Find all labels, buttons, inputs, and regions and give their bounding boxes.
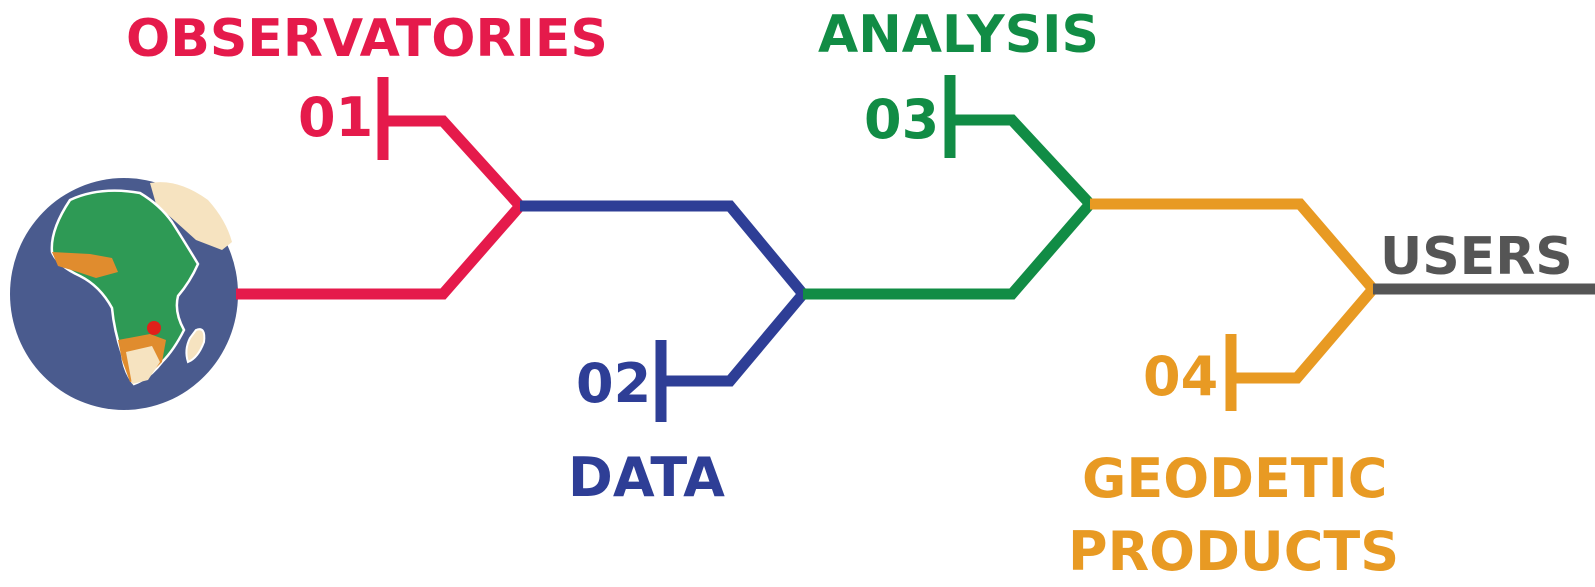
analysis-number: 03 bbox=[864, 88, 939, 151]
users-label: USERS bbox=[1380, 227, 1573, 287]
pipeline-lines bbox=[236, 75, 1595, 422]
data-number: 02 bbox=[576, 352, 651, 415]
products-number: 04 bbox=[1143, 345, 1218, 408]
observatories-number: 01 bbox=[298, 86, 373, 149]
data-title: DATA bbox=[568, 446, 725, 509]
observatories-title: OBSERVATORIES bbox=[126, 9, 608, 69]
products-title-line1: GEODETIC bbox=[1082, 447, 1387, 510]
products-title-line2: PRODUCTS bbox=[1068, 520, 1399, 583]
analysis-title: ANALYSIS bbox=[818, 5, 1099, 65]
globe-icon bbox=[10, 178, 238, 410]
